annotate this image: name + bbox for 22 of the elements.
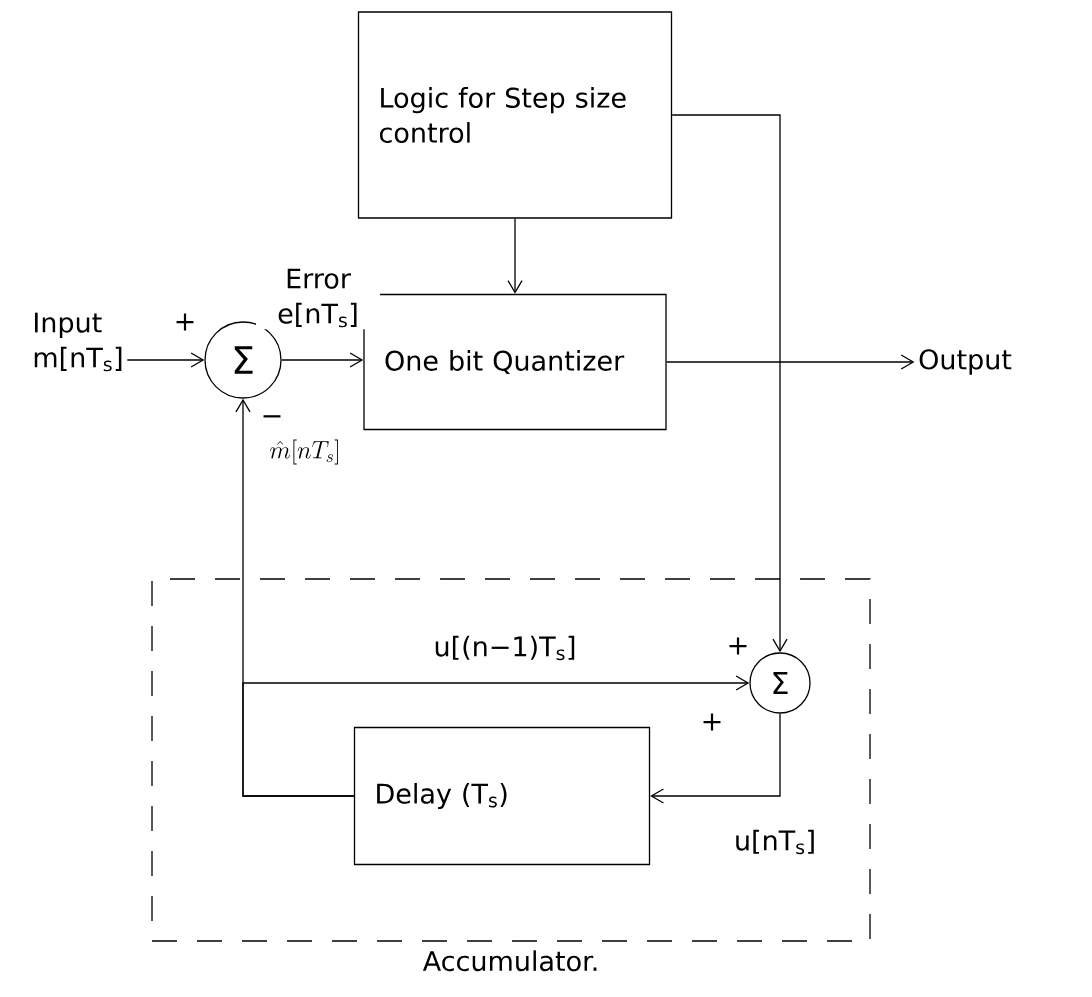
sign-label: + [729, 637, 747, 655]
arrow [666, 354, 915, 370]
arrow [507, 218, 523, 294]
arrow [281, 352, 364, 368]
sign-label: − [263, 415, 281, 418]
output-label: Output [919, 349, 1012, 375]
edge-label: Error e[nT$_{s}$] [256, 266, 380, 330]
arrow [126, 352, 205, 368]
arrow [242, 675, 750, 797]
logic-box: Logic for Step size control [357, 11, 673, 219]
delay-box: Delay (T$_{s}$) [353, 726, 651, 866]
input-label: Input m[nT$_{s}$] [34, 312, 122, 372]
edge-label: u[(n−1)T$_{s}$] [431, 633, 579, 663]
quantizer-box: One bit Quantizer [363, 293, 667, 431]
node-label: Accumulator. [422, 950, 597, 972]
arrow [671, 114, 788, 653]
edge-label: $\hat{m}[nT_{s}]$ [267, 437, 343, 467]
sign-label: + [176, 313, 194, 331]
arrow [650, 713, 781, 804]
summing-junction: Σ [749, 652, 811, 714]
edge-label: u[nT$_{s}$] [731, 827, 819, 857]
sign-label: + [703, 713, 721, 731]
